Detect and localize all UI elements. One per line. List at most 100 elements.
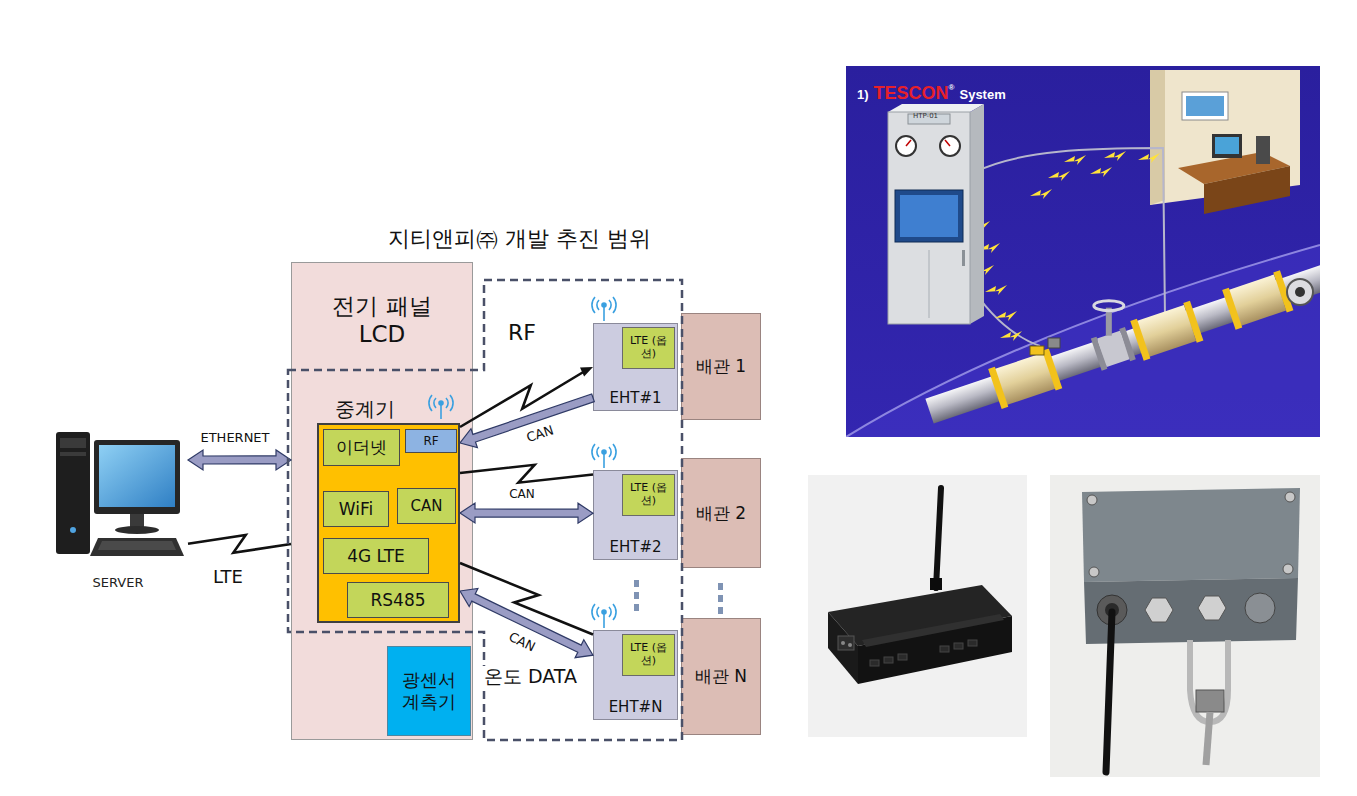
module-photo xyxy=(828,612,858,684)
tescon-illustration xyxy=(1094,301,1124,336)
server-icon xyxy=(115,526,159,534)
antenna-icon xyxy=(592,444,595,460)
enclosure-photo xyxy=(1087,495,1097,505)
edge-label-holder: CAN xyxy=(523,422,558,447)
scope-title: 지티앤피㈜ 개발 추진 범위 xyxy=(388,226,651,251)
module-photo xyxy=(954,643,963,649)
tescon-illustration xyxy=(1222,288,1242,330)
tescon-illustration xyxy=(1212,134,1242,158)
module-photo xyxy=(870,660,879,666)
box-label: LTE (옵션) xyxy=(629,482,669,507)
tescon-illustration xyxy=(1090,167,1112,177)
box-label: 배관 2 xyxy=(696,503,746,523)
tescon-illustration xyxy=(929,250,930,318)
antenna-icon xyxy=(613,297,616,313)
bus-arrow xyxy=(188,450,291,470)
module-photo xyxy=(808,475,1027,737)
enclosure-photo xyxy=(1145,598,1173,622)
tescon-illustration xyxy=(1215,137,1239,154)
edge-label-holder: CAN xyxy=(504,628,539,656)
enclosure-photo xyxy=(1082,488,1300,582)
tescon-illustration xyxy=(888,112,970,324)
module-photo xyxy=(936,488,941,588)
server-icon xyxy=(56,432,90,554)
module-photo xyxy=(898,654,907,660)
enclosure-photo xyxy=(1089,567,1099,577)
repeater-box: 중계기이더넷RFWiFiCAN4G LTERS485 xyxy=(317,423,460,623)
tescon-illustration xyxy=(1064,155,1086,165)
antenna-icon xyxy=(609,447,611,457)
edge-label-holder: ETHERNET xyxy=(198,430,271,446)
pipe-box: 배관 N xyxy=(681,618,761,735)
illustration-title: 1)TESCON®System xyxy=(857,84,1006,104)
bus-arrow xyxy=(188,450,291,470)
tescon-illustration xyxy=(1042,349,1062,391)
module-box: RF xyxy=(405,429,457,453)
continuation-dots xyxy=(718,607,723,614)
enclosure-photo xyxy=(1285,492,1295,502)
bus-arrow xyxy=(460,394,594,448)
antenna-icon xyxy=(592,604,616,628)
tescon-illustration xyxy=(1295,287,1305,297)
tescon-illustration xyxy=(1097,331,1129,367)
antenna-icon xyxy=(592,604,595,620)
enclosure-photo xyxy=(1106,612,1112,772)
tescon-illustration xyxy=(895,190,963,242)
tescon-illustration xyxy=(1094,301,1124,311)
tescon-illustration xyxy=(1104,151,1126,161)
wireless-link xyxy=(460,465,593,483)
antenna-icon xyxy=(602,303,606,307)
scope-outline xyxy=(288,280,682,740)
data-note: 온도 DATA xyxy=(481,666,580,688)
eht-box: EHT#2 LTE (옵션) xyxy=(593,470,678,560)
server-icon xyxy=(90,538,184,556)
continuation-dots xyxy=(718,583,723,590)
module-photo xyxy=(848,643,852,647)
tescon-illustration xyxy=(995,311,1017,321)
box-label: 이더넷 xyxy=(336,437,387,457)
tescon-illustration xyxy=(896,136,916,156)
edge-label: ETHERNET xyxy=(198,430,271,446)
box-label: RS485 xyxy=(370,590,425,610)
antenna-icon xyxy=(592,297,595,313)
box-label: 배관 N xyxy=(695,666,747,686)
module-photo xyxy=(940,646,949,652)
continuation-dots xyxy=(634,580,639,587)
box-label: 광센서 계측기 xyxy=(394,669,464,712)
tescon-illustration xyxy=(908,114,950,124)
server-icon xyxy=(70,527,76,533)
continuation-dots xyxy=(634,580,723,614)
continuation-dots xyxy=(634,604,639,611)
pipe-box: 배관 2 xyxy=(681,458,761,568)
trademark-sign: ® xyxy=(949,84,955,93)
antenna-icon xyxy=(592,297,616,321)
arrow-head xyxy=(580,367,593,377)
module-box: 이더넷 xyxy=(323,429,400,466)
enclosure-photo xyxy=(1245,593,1275,623)
box-label: EHT#N xyxy=(609,698,663,716)
module-photo xyxy=(858,616,1012,684)
module-photo xyxy=(808,475,1027,737)
system-number: 1) xyxy=(857,88,869,102)
tescon-illustration xyxy=(1048,171,1070,181)
module-photo xyxy=(930,578,942,590)
tescon-illustration xyxy=(970,104,984,324)
box-label: RF xyxy=(423,434,438,448)
eht-box: EHT#NLTE (옵션) xyxy=(593,630,678,720)
antenna-icon xyxy=(602,610,606,614)
antenna-icon xyxy=(597,447,599,457)
box-heading: 중계기 xyxy=(335,397,395,421)
box-label: CAN xyxy=(411,497,443,515)
tescon-illustration xyxy=(1048,338,1060,348)
box-label: LTE (옵션) xyxy=(629,335,669,360)
edge-label-holder: RF xyxy=(506,320,538,346)
label-holder: 지티앤피㈜ 개발 추진 범위 xyxy=(388,226,651,251)
lte-option-box: LTE (옵션) xyxy=(622,474,675,516)
box-label: EHT#2 xyxy=(609,538,661,556)
tescon-illustration xyxy=(988,367,1008,409)
server-icon xyxy=(56,432,184,556)
bus-arrow xyxy=(460,589,593,658)
box-label: 4G LTE xyxy=(347,546,405,566)
tescon-illustration xyxy=(925,258,1320,424)
